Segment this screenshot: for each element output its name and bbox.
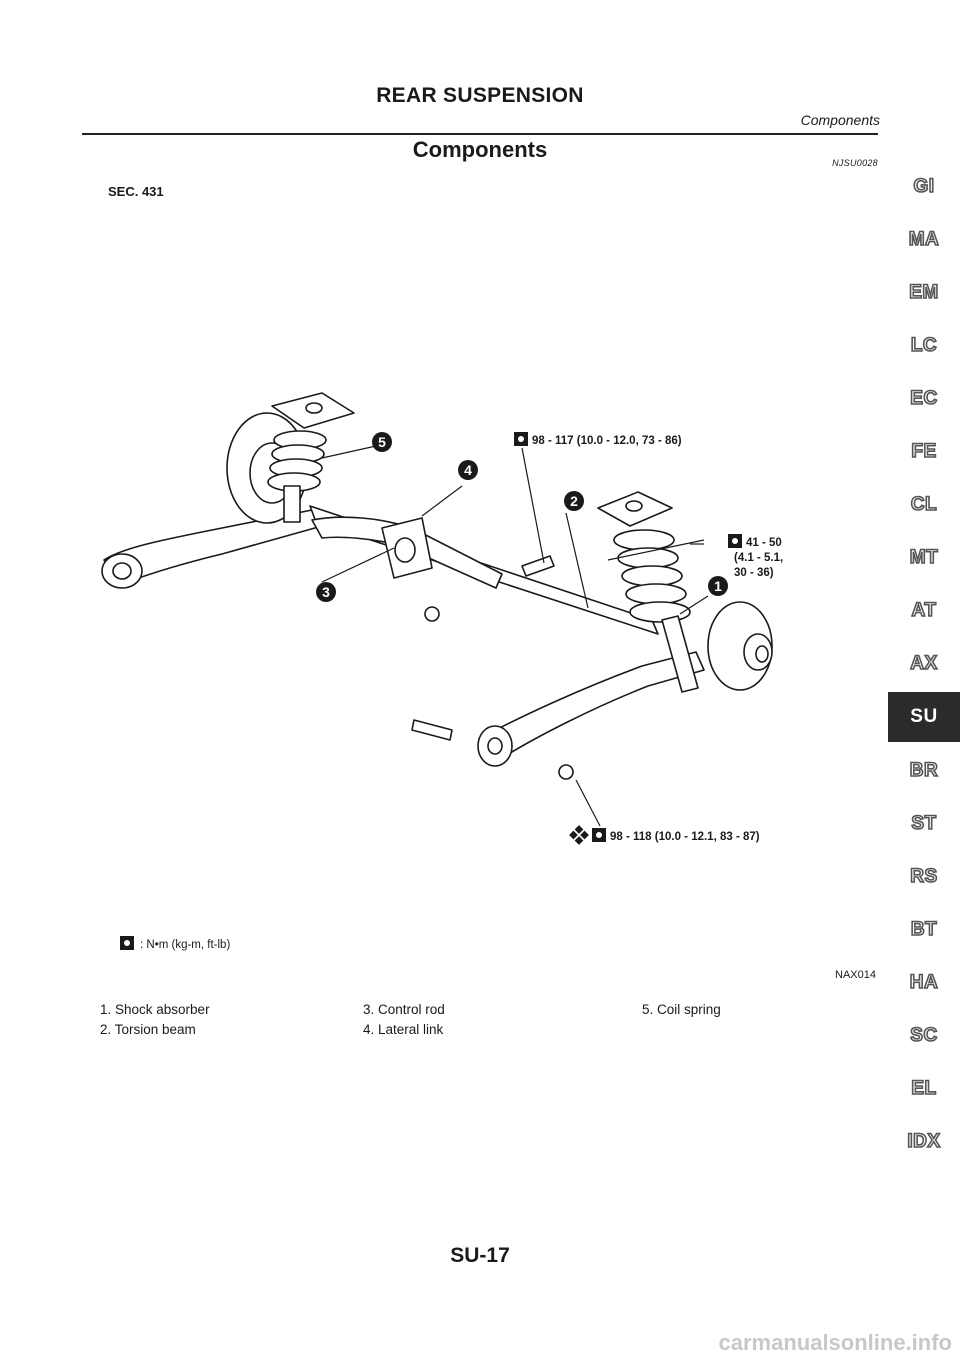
footer-watermark: carmanualsonline.info (718, 1330, 953, 1355)
svg-text:2: 2 (570, 493, 578, 509)
tab-idx[interactable]: IDX (907, 1130, 941, 1153)
left-coil-spring (267, 430, 327, 492)
tab-em[interactable]: EM (908, 281, 939, 304)
tab-ma[interactable]: MA (908, 228, 940, 251)
legend-item: 1. Shock absorber (100, 1002, 210, 1017)
section-index-tabs: GI MA EM LC EC FE CL MT AT AX SU BR ST R… (888, 160, 960, 1168)
lateral-link (311, 516, 503, 589)
sec-label: SEC. 431 (108, 184, 164, 199)
svg-text:98 - 118 (10.0 - 12.1, 83 - 87: 98 - 118 (10.0 - 12.1, 83 - 87) (610, 831, 760, 843)
legend-column-1: 1. Shock absorber 2. Torsion beam (100, 1000, 210, 1040)
page-number: SU-17 (450, 1244, 510, 1267)
legend-item: 4. Lateral link (363, 1022, 444, 1037)
running-header-subtitle: Components (800, 112, 880, 128)
tab-su[interactable]: SU (888, 692, 960, 742)
running-header-title: REAR SUSPENSION (376, 84, 584, 107)
svg-text:41 - 50: 41 - 50 (746, 537, 782, 549)
tab-sc[interactable]: SC (909, 1024, 938, 1047)
callout-5 (372, 432, 392, 452)
torque-label-upper: 98 - 117 (10.0 - 12.0, 73 - 86) (514, 432, 682, 447)
callout-4 (458, 460, 478, 480)
tab-mt[interactable]: MT (909, 546, 939, 569)
section-code: NJSU0028 (832, 158, 878, 168)
tab-fe[interactable]: FE (911, 440, 937, 463)
svg-text:98 - 117 (10.0 - 12.0, 73 - 86: 98 - 117 (10.0 - 12.0, 73 - 86) (532, 435, 682, 447)
svg-text:: N•m (kg-m, ft-lb): : N•m (kg-m, ft-lb) (140, 939, 230, 951)
unit-legend: : N•m (kg-m, ft-lb) (120, 936, 230, 951)
legend-item: 2. Torsion beam (100, 1022, 196, 1037)
tab-el[interactable]: EL (911, 1077, 937, 1100)
svg-text:30 - 36): 30 - 36) (734, 567, 774, 579)
right-coil-spring (613, 529, 691, 623)
tab-lc[interactable]: LC (910, 334, 938, 357)
tab-rs[interactable]: RS (909, 865, 938, 888)
torque-label-right: 41 - 50 (4.1 - 5.1, 30 - 36) (728, 534, 783, 579)
svg-text:4: 4 (464, 462, 472, 478)
torque-label-lower: 98 - 118 (10.0 - 12.1, 83 - 87) (569, 825, 760, 845)
callout-1 (708, 576, 728, 596)
tab-ha[interactable]: HA (909, 971, 939, 994)
callout-3 (316, 582, 336, 602)
legend-item: 5. Coil spring (642, 1002, 721, 1017)
tab-br[interactable]: BR (909, 759, 939, 782)
right-trailing-arm (483, 651, 705, 759)
tab-st[interactable]: ST (911, 812, 937, 835)
figure-code: NAX014 (835, 969, 876, 981)
legend-item: 3. Control rod (363, 1002, 445, 1017)
right-shock-absorber (661, 615, 699, 693)
section-title: Components (412, 137, 548, 162)
callout-2 (564, 491, 584, 511)
tab-ax[interactable]: AX (909, 652, 938, 675)
tab-cl[interactable]: CL (910, 493, 938, 516)
tab-at[interactable]: AT (911, 599, 937, 622)
legend-column-2: 3. Control rod 4. Lateral link (363, 1000, 445, 1040)
tab-ec[interactable]: EC (909, 387, 938, 410)
svg-text:5: 5 (378, 434, 386, 450)
svg-text:1: 1 (714, 578, 722, 594)
tab-bt[interactable]: BT (910, 918, 938, 941)
header-divider (82, 133, 878, 135)
svg-text:(4.1 - 5.1,: (4.1 - 5.1, (734, 552, 783, 564)
suspension-diagram: SEC. 431 (101, 184, 876, 981)
svg-text:3: 3 (322, 584, 330, 600)
legend-column-3: 5. Coil spring (642, 1000, 721, 1020)
tab-gi[interactable]: GI (913, 175, 935, 198)
